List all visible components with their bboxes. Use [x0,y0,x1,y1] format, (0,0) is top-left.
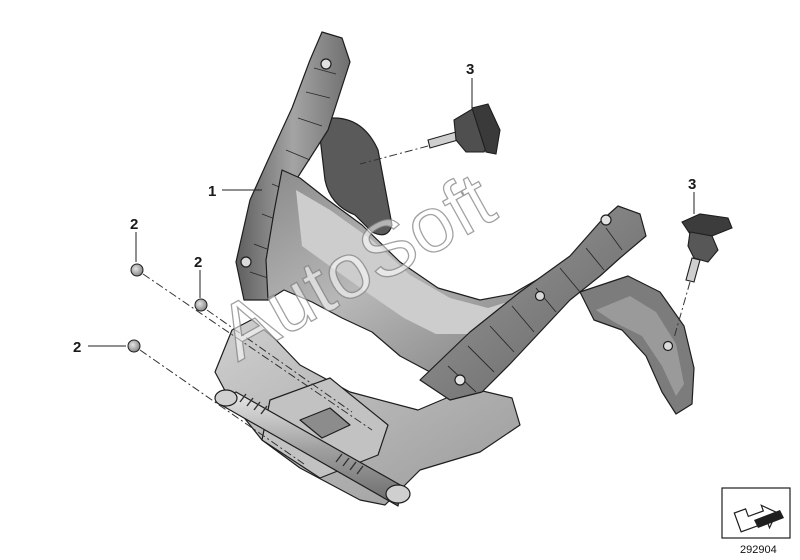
direction-arrow-icon [721,487,791,539]
nut-top [130,263,144,277]
grommet-right-body [687,231,719,263]
callout-grommet-right: 3 [688,176,696,193]
nut-parts [127,263,208,353]
leader-lines [88,78,695,347]
nut-left [127,339,141,353]
bracket-top-hole [320,58,332,70]
nut-middle [194,298,208,312]
bracket-left-arm [235,31,351,301]
grommet-top-part [427,103,501,155]
callout-nut-middle: 2 [194,254,202,271]
bracket-mount-slot [299,407,351,439]
assembly-line-nut-top [142,273,373,431]
bracket-flap-hole [662,340,674,352]
callout-bracket: 1 [208,183,216,200]
bracket-lower-hole [454,374,466,386]
assembly-lines [139,145,691,465]
grommet-right-pin [685,257,701,283]
assembly-line-grommet-right [673,281,691,339]
bracket-right-arm [419,205,647,401]
bracket-rear-fin [317,117,393,236]
assembly-line-nut-left [139,349,305,465]
hinge-rod-end-left [214,389,238,407]
grommet-top-pin [427,131,459,149]
bracket-body-highlight [296,190,520,334]
callout-numbers: 1 2 2 2 3 3 [73,61,696,356]
callout-grommet-top: 3 [466,61,474,78]
bracket-right-flap-face [596,296,684,396]
bracket-right-top-hole [600,214,612,226]
diagram-number: 292904 [740,544,777,556]
callout-nut-top: 2 [130,216,138,233]
assembly-line-grommet-top [359,145,429,165]
bracket-left-hole [240,256,252,268]
callout-nut-left: 2 [73,339,81,356]
bracket-part [214,31,695,507]
hinge-spring-right [335,453,364,475]
hinge-rod-end-right [385,484,411,504]
grommet-top-flange [471,103,501,155]
bracket-right-mid-hole [534,290,546,302]
assembly-line-nut-middle [206,309,353,413]
hinge-spring-left [239,393,268,415]
grommet-right-part [681,213,733,283]
